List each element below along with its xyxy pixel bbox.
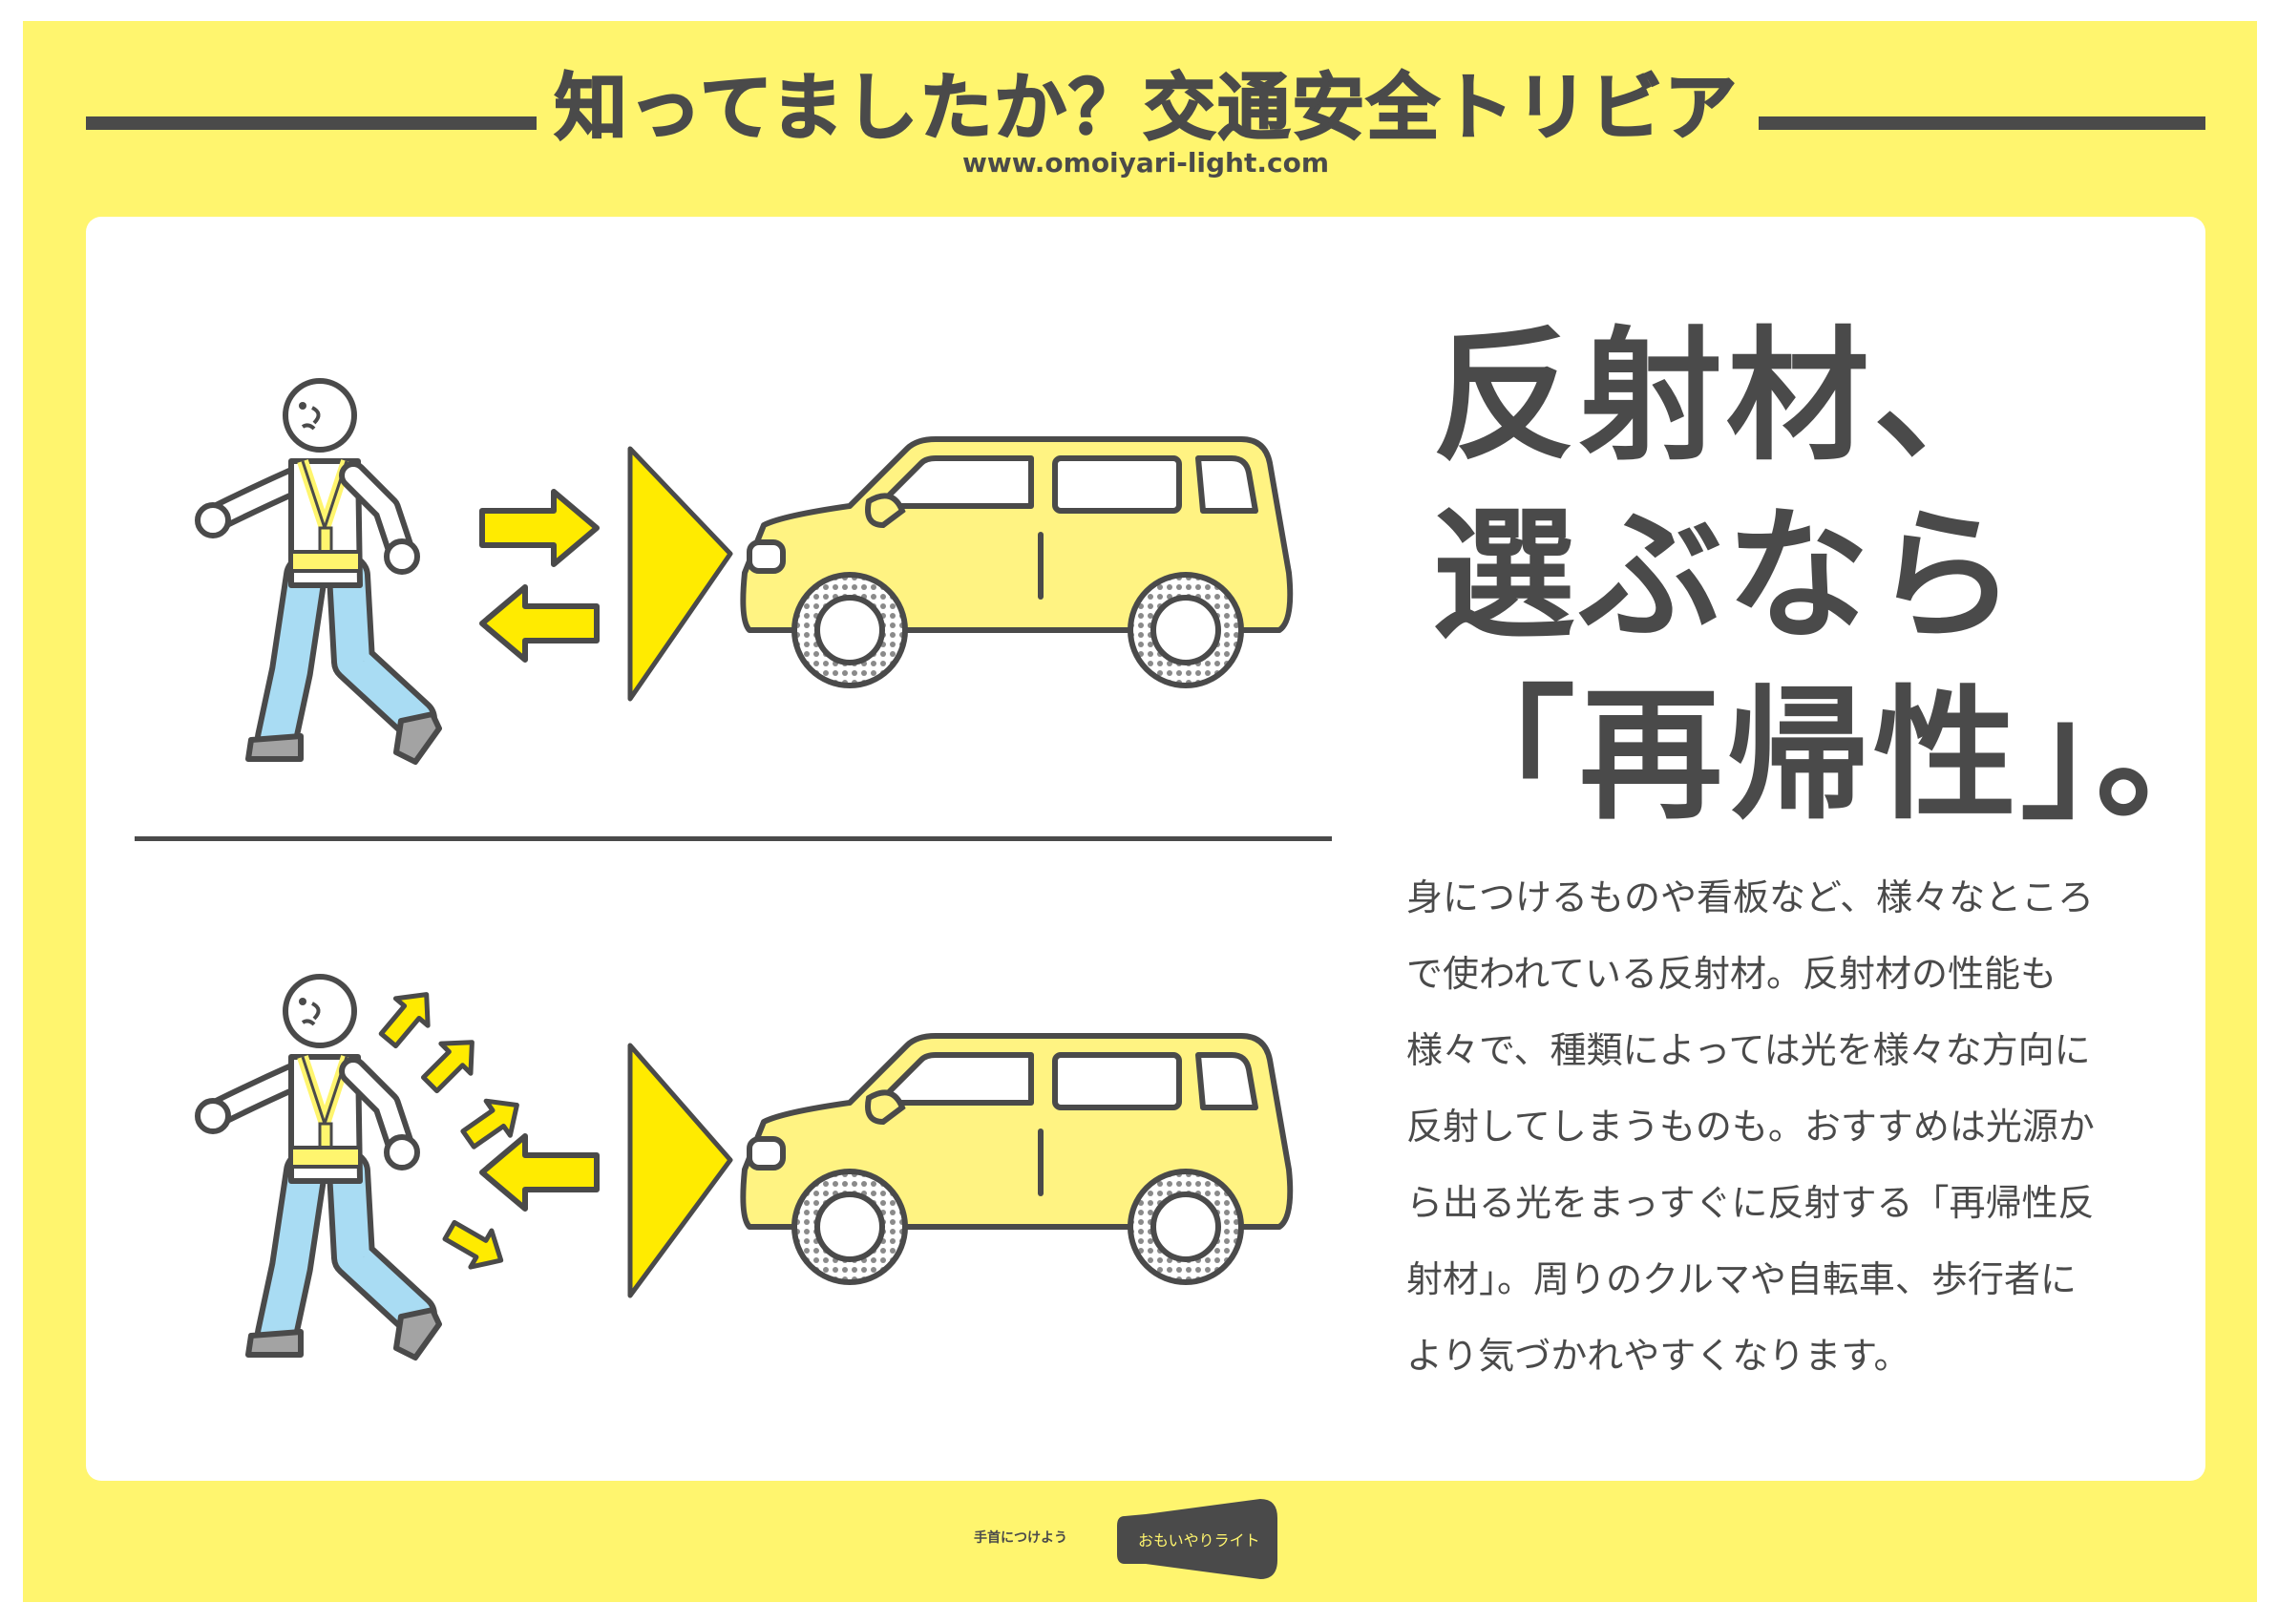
footer-caption: 手首につけよう — [974, 1530, 1067, 1546]
flashlight-badge-icon — [1117, 1499, 1277, 1579]
reflection-arrow-right — [482, 492, 597, 564]
header-url[interactable]: www.omoiyari-light.com — [961, 147, 1330, 179]
headline-line-3: 「再帰性」。 — [1432, 673, 2244, 839]
body-line: で使われている反射材。反射材の性能も — [1406, 953, 2057, 995]
header-rule-left — [86, 116, 537, 130]
body-line: 身につけるものや看板など、様々なところ — [1406, 876, 2095, 918]
body-copy: 身につけるものや看板など、様々なところ で使われている反射材。反射材の性能も 様… — [1406, 859, 2132, 1394]
headlight-beam-top — [627, 446, 733, 702]
pedestrian-figure-top — [198, 381, 439, 762]
header-rule-right — [1759, 116, 2205, 130]
scene-divider — [135, 836, 1332, 841]
footer-logo: 手首につけよう おもいやりライト — [974, 1499, 1279, 1579]
body-line: より気づかれやすくなります。 — [1406, 1335, 1910, 1377]
car-top — [743, 439, 1290, 685]
body-line: 反射してしまうものも。おすすめは光源か — [1406, 1106, 2095, 1148]
body-line: ら出る光をまっすぐに反射する「再帰性反 — [1406, 1182, 2095, 1224]
scattered-arrow-1 — [372, 981, 443, 1054]
car-bottom — [743, 1036, 1290, 1282]
footer-badge-text: おもいやりライト — [1138, 1531, 1260, 1550]
header-title: 知ってましたか？交通安全トリビア — [554, 64, 1740, 151]
reflection-arrow-left-bottom — [482, 1136, 597, 1209]
headlight-beam-bottom — [627, 1043, 733, 1298]
scattered-arrow-4 — [439, 1213, 512, 1278]
headline-line-1: 反射材、 — [1432, 314, 2021, 480]
content-panel — [86, 217, 2205, 1481]
body-line: 射材」。周りのクルマや自転車、歩行者に — [1406, 1258, 2077, 1300]
body-line: 様々で、種類によっては光を様々な方向に — [1406, 1029, 2091, 1071]
reflection-arrow-left — [482, 587, 597, 660]
headline: 反射材、 選ぶなら 「再帰性」。 — [1432, 307, 2244, 846]
headline-line-2: 選ぶなら — [1432, 494, 2021, 660]
scattered-arrow-2 — [415, 1027, 487, 1099]
